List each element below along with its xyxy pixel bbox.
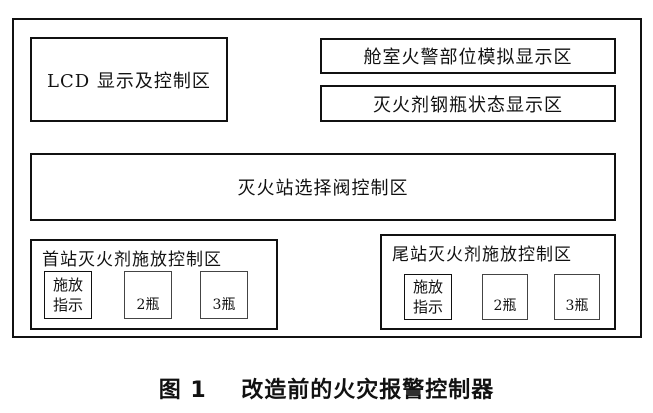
head-indicator-line1: 施放: [52, 276, 83, 294]
bottle-status-area: 灭火剂钢瓶状态显示区: [320, 85, 616, 122]
valve-area-label: 灭火站选择阀控制区: [237, 178, 409, 199]
cabin-fire-simulation-area: 舱室火警部位模拟显示区: [320, 38, 616, 74]
tail-indicator-line1: 施放: [412, 278, 443, 296]
tail-station-title: 尾站灭火剂施放控制区: [392, 245, 572, 265]
tail-bottle-2-label: 2瓶: [493, 298, 517, 314]
tail-bottle-3-label: 3瓶: [565, 298, 589, 314]
figure-caption: 图 1 改造前的火灾报警控制器: [158, 378, 495, 403]
head-indicator-line2: 指示: [52, 296, 83, 314]
tail-bottle-2: 2瓶: [482, 274, 528, 320]
head-station-title: 首站灭火剂施放控制区: [42, 250, 222, 270]
cabin-area-label: 舱室火警部位模拟显示区: [363, 47, 573, 68]
head-bottle-3-label: 3瓶: [212, 297, 236, 313]
valve-control-area: 灭火站选择阀控制区: [30, 153, 616, 221]
head-bottle-3: 3瓶: [200, 271, 248, 319]
tail-release-indicator: 施放 指示: [404, 274, 452, 320]
head-bottle-2: 2瓶: [124, 271, 172, 319]
lcd-display-control-area: LCD 显示及控制区: [30, 37, 228, 122]
head-bottle-2-label: 2瓶: [136, 297, 160, 313]
bottle-area-label: 灭火剂钢瓶状态显示区: [373, 94, 563, 116]
tail-station-release-area: 尾站灭火剂施放控制区 施放 指示 2瓶 3瓶: [380, 234, 616, 330]
head-station-release-area: 首站灭火剂施放控制区 施放 指示 2瓶 3瓶: [30, 239, 278, 330]
lcd-area-label: LCD 显示及控制区: [47, 70, 211, 92]
tail-indicator-line2: 指示: [412, 298, 443, 316]
tail-bottle-3: 3瓶: [554, 274, 600, 320]
head-release-indicator: 施放 指示: [44, 271, 92, 319]
